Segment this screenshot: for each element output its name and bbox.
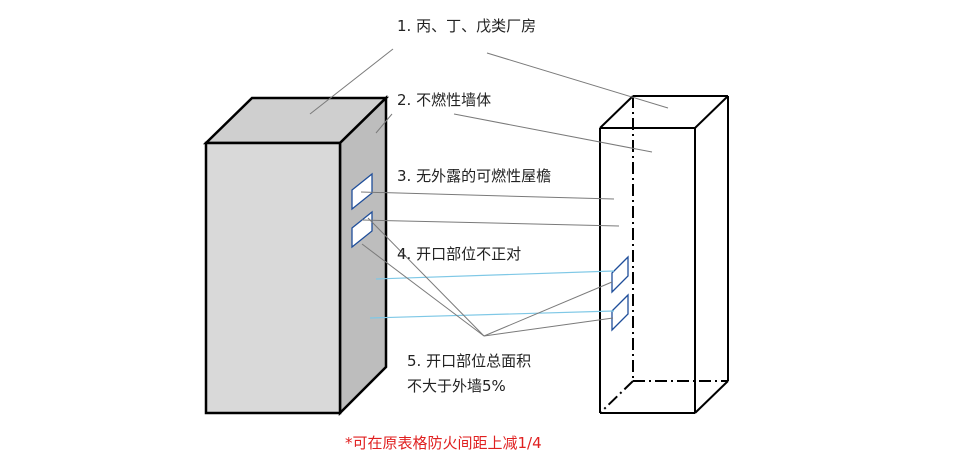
- right-window-lower: [611, 293, 629, 332]
- left-window-upper: [351, 172, 373, 211]
- opening-sightlines: [369, 270, 615, 319]
- right-window-upper: [611, 255, 629, 294]
- leader-2-left: [375, 113, 393, 134]
- sightline-upper: [375, 270, 615, 280]
- note-text: *可在原表格防火间距上减1/4: [345, 434, 542, 452]
- label-5-line1: 5. 开口部位总面积: [407, 352, 531, 370]
- left-building: [202, 95, 390, 417]
- leader-5-a: [367, 217, 485, 337]
- right-building-edge: [694, 380, 729, 414]
- label-2: 2. 不燃性墙体: [397, 91, 491, 109]
- right-building-edge: [694, 95, 729, 129]
- leader-2-right: [453, 113, 653, 153]
- leader-5-b: [361, 243, 485, 337]
- leader-1-right: [486, 52, 669, 109]
- left-window-lower: [351, 210, 373, 249]
- leader-3-upper: [360, 191, 615, 200]
- leader-5-c: [483, 281, 613, 337]
- leader-lines: [309, 48, 669, 337]
- label-1: 1. 丙、丁、戊类厂房: [397, 17, 536, 35]
- leader-1-left: [309, 48, 394, 115]
- leader-5-d: [483, 317, 614, 337]
- right-building-edge: [599, 95, 634, 129]
- sightline-lower: [369, 310, 615, 319]
- leader-3-lower: [361, 219, 620, 227]
- right-building-hidden-edge: [599, 380, 634, 414]
- right-building: [599, 95, 729, 414]
- label-5-line2: 不大于外墙5%: [407, 377, 506, 395]
- label-4: 4. 开口部位不正对: [397, 245, 521, 263]
- left-building-side-face: [338, 95, 388, 417]
- left-building-front-face: [204, 141, 342, 415]
- label-3: 3. 无外露的可燃性屋檐: [397, 167, 551, 185]
